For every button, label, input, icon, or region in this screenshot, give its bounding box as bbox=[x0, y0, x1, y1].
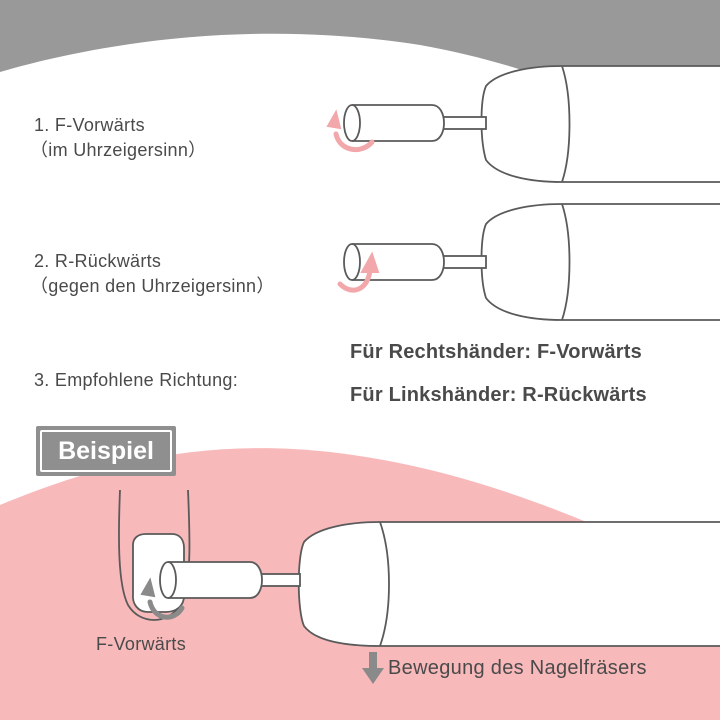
step-2-title: 2. R-Rückwärts bbox=[34, 251, 162, 271]
counterclockwise-arrow-icon bbox=[337, 251, 380, 293]
recommendation-left-handed: Für Linkshänder: R-Rückwärts bbox=[350, 384, 647, 406]
step-1-title: 1. F-Vorwärts bbox=[34, 115, 145, 135]
example-direction-label: F-Vorwärts bbox=[96, 634, 187, 654]
down-arrow-icon bbox=[362, 652, 384, 684]
nail-drill-icon bbox=[343, 65, 720, 183]
top-gray-band bbox=[0, 0, 720, 150]
step-3-title: 3. Empfohlene Richtung: bbox=[34, 370, 239, 390]
example-badge-label: Beispiel bbox=[40, 430, 172, 472]
example-badge: Beispiel bbox=[36, 426, 176, 476]
step-1-subtitle: （im Uhrzeigersinn） bbox=[30, 140, 207, 160]
clockwise-arrow-icon bbox=[140, 577, 185, 620]
nail-drill-icon bbox=[159, 521, 720, 647]
movement-label: Bewegung des Nagelfräsers bbox=[388, 657, 647, 679]
step-2-subtitle: （gegen den Uhrzeigersinn） bbox=[30, 276, 275, 296]
clockwise-arrow-icon bbox=[326, 109, 375, 152]
nail-drill-icon bbox=[343, 203, 720, 321]
recommendation-right-handed: Für Rechtshänder: F-Vorwärts bbox=[350, 341, 642, 363]
